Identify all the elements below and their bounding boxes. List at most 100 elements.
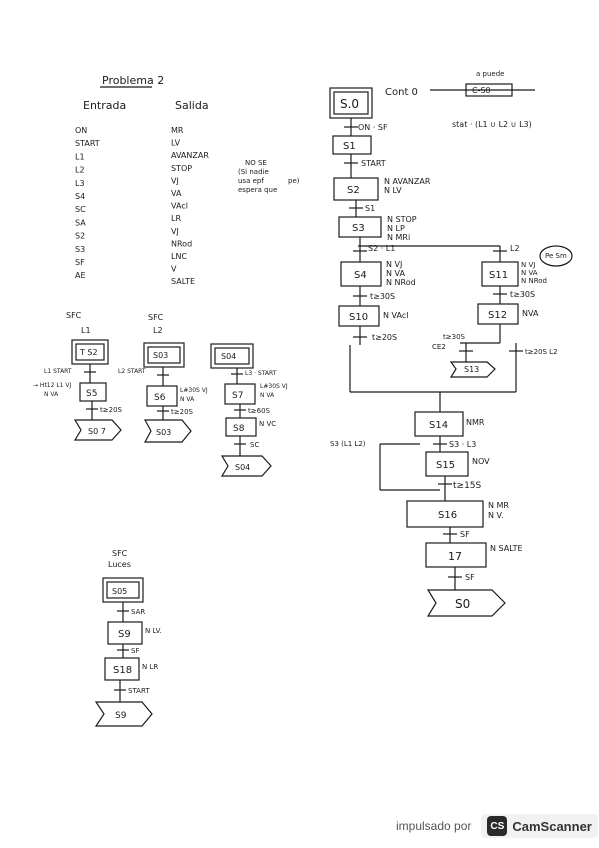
- camscanner-brand[interactable]: CS CamScanner: [481, 814, 598, 838]
- svg-text:S04: S04: [221, 352, 236, 361]
- step-s4-label: S4: [354, 270, 367, 281]
- label-start: START: [361, 159, 386, 168]
- svg-text:N VA: N VA: [260, 392, 275, 399]
- svg-text:L1: L1: [81, 326, 91, 335]
- label-stat: stat · (L1 ∪ L2 ∪ L3): [452, 120, 532, 129]
- input-item-2: L1: [75, 152, 85, 161]
- svg-text:t≥20S: t≥20S: [100, 406, 123, 414]
- label-s1-trans: S1: [365, 204, 375, 213]
- svg-text:S03: S03: [156, 428, 171, 437]
- svg-text:S6: S6: [154, 393, 166, 403]
- s12-action: NVA: [522, 309, 539, 318]
- svg-text:SC: SC: [250, 441, 259, 449]
- step-s17: [425, 542, 487, 568]
- label-t30b: t≥30S: [510, 290, 535, 299]
- svg-text:usa epf: usa epf: [238, 177, 264, 185]
- svg-text:→ Ht12 L1 VJ: → Ht12 L1 VJ: [33, 382, 72, 389]
- s10-action: N VAcl: [383, 311, 408, 320]
- step-s14-label: S14: [429, 420, 448, 431]
- sfc-l1-init-inner: [75, 343, 105, 361]
- s3-action-3: N MRi: [387, 233, 410, 242]
- label-l2: L2: [510, 244, 520, 253]
- output-item-11: V: [171, 265, 177, 274]
- output-item-0: MR: [171, 126, 184, 135]
- jump-s0-label: S0: [455, 597, 470, 611]
- step-s4: [340, 261, 382, 287]
- sfc-l3: S04 L3 · START S7 L#30S VJ N VA t≥60S S8…: [210, 343, 288, 477]
- input-item-7: SA: [75, 218, 86, 227]
- note-text: NO SE (Si nadie usa epf espera que pe): [238, 159, 300, 194]
- input-item-8: S2: [75, 232, 85, 241]
- step-s2-label: S2: [347, 185, 360, 196]
- label-ce: CE2: [432, 343, 446, 351]
- svg-text:L2: L2: [153, 326, 163, 335]
- s3-action-2: N LP: [387, 224, 405, 233]
- svg-text:N VA: N VA: [180, 396, 195, 403]
- page-title: Problema 2: [102, 74, 164, 87]
- step-s0-label: S.0: [340, 97, 359, 111]
- cont0-label: Cont 0: [385, 87, 418, 98]
- sfc-l2: SFC L2 S03 L2 START S6 L#30S VJ N VA t≥2…: [118, 313, 208, 443]
- output-item-8: VJ: [171, 227, 179, 236]
- sfc-l1-jump: [73, 419, 122, 441]
- svg-text:SFC: SFC: [148, 313, 164, 322]
- step-s3-label: S3: [352, 223, 365, 234]
- label-t20b: t≥20S L2: [525, 348, 558, 356]
- label-sf1: SF: [460, 530, 470, 539]
- label-sf2: SF: [465, 573, 475, 582]
- output-item-3: STOP: [171, 164, 192, 173]
- jump-s13: [449, 361, 496, 378]
- svg-text:SF: SF: [131, 647, 139, 655]
- step-s15-label: S15: [436, 460, 455, 471]
- input-item-4: L3: [75, 179, 85, 188]
- s16-action-1: N MR: [488, 501, 509, 510]
- svg-text:NO SE: NO SE: [245, 159, 267, 167]
- s11-action-2: N VA: [521, 269, 538, 277]
- step-s15: [425, 451, 469, 477]
- output-item-2: AVANZAR: [171, 151, 209, 160]
- svg-text:t≥20S: t≥20S: [171, 408, 194, 416]
- svg-text:L3 · START: L3 · START: [245, 370, 277, 377]
- step-s0-inner: [333, 91, 369, 115]
- label-t30: t≥30S: [370, 292, 395, 301]
- step-s11-label: S11: [489, 270, 508, 281]
- step-s17-label: 17: [448, 550, 462, 563]
- input-item-11: AE: [75, 271, 86, 280]
- svg-text:S8: S8: [233, 424, 245, 434]
- input-item-1: START: [75, 139, 100, 148]
- pe-note-circle: [539, 245, 573, 267]
- pe-note: Pe Sm: [545, 252, 567, 260]
- s4-action-1: N VJ: [386, 260, 402, 269]
- sfc-l1-s5: [79, 382, 107, 402]
- svg-text:L#30S VJ: L#30S VJ: [260, 383, 288, 390]
- s14-action: NMR: [466, 418, 485, 427]
- svg-text:START: START: [128, 687, 150, 695]
- powered-by-text: impulsado por: [396, 819, 472, 833]
- s11-action-3: N NRod: [521, 277, 547, 285]
- step-s1-label: S1: [343, 141, 356, 152]
- label-t30c: t≥30S: [443, 333, 466, 341]
- svg-text:SFC: SFC: [66, 311, 82, 320]
- step-s11: [481, 261, 519, 287]
- s3-action-1: N STOP: [387, 215, 417, 224]
- s2-action-1: N AVANZAR: [384, 177, 431, 186]
- label-s2l1: S2 · L1: [368, 244, 395, 253]
- svg-text:S05: S05: [112, 587, 127, 596]
- svg-text:SFC: SFC: [112, 549, 128, 558]
- jump-s0: [426, 589, 506, 617]
- label-s3l3: S3 · L3: [449, 440, 476, 449]
- camscanner-logo-icon: CS: [487, 816, 508, 836]
- s16-action-2: N V.: [488, 511, 504, 520]
- step-s14: [414, 411, 464, 437]
- label-s3l1: S3 (L1 L2): [330, 440, 366, 448]
- s4-action-2: N VA: [386, 269, 405, 278]
- s2-action-2: N LV: [384, 186, 402, 195]
- main-sfc: S.0 Cont 0 a puede C-S0 ON · SF stat · (…: [238, 70, 573, 617]
- label-t20: t≥20S: [372, 333, 397, 342]
- step-s12: [477, 303, 519, 325]
- svg-text:L2 START: L2 START: [118, 368, 146, 375]
- step-s16: [406, 500, 484, 528]
- label-t15: t≥15S: [453, 481, 482, 491]
